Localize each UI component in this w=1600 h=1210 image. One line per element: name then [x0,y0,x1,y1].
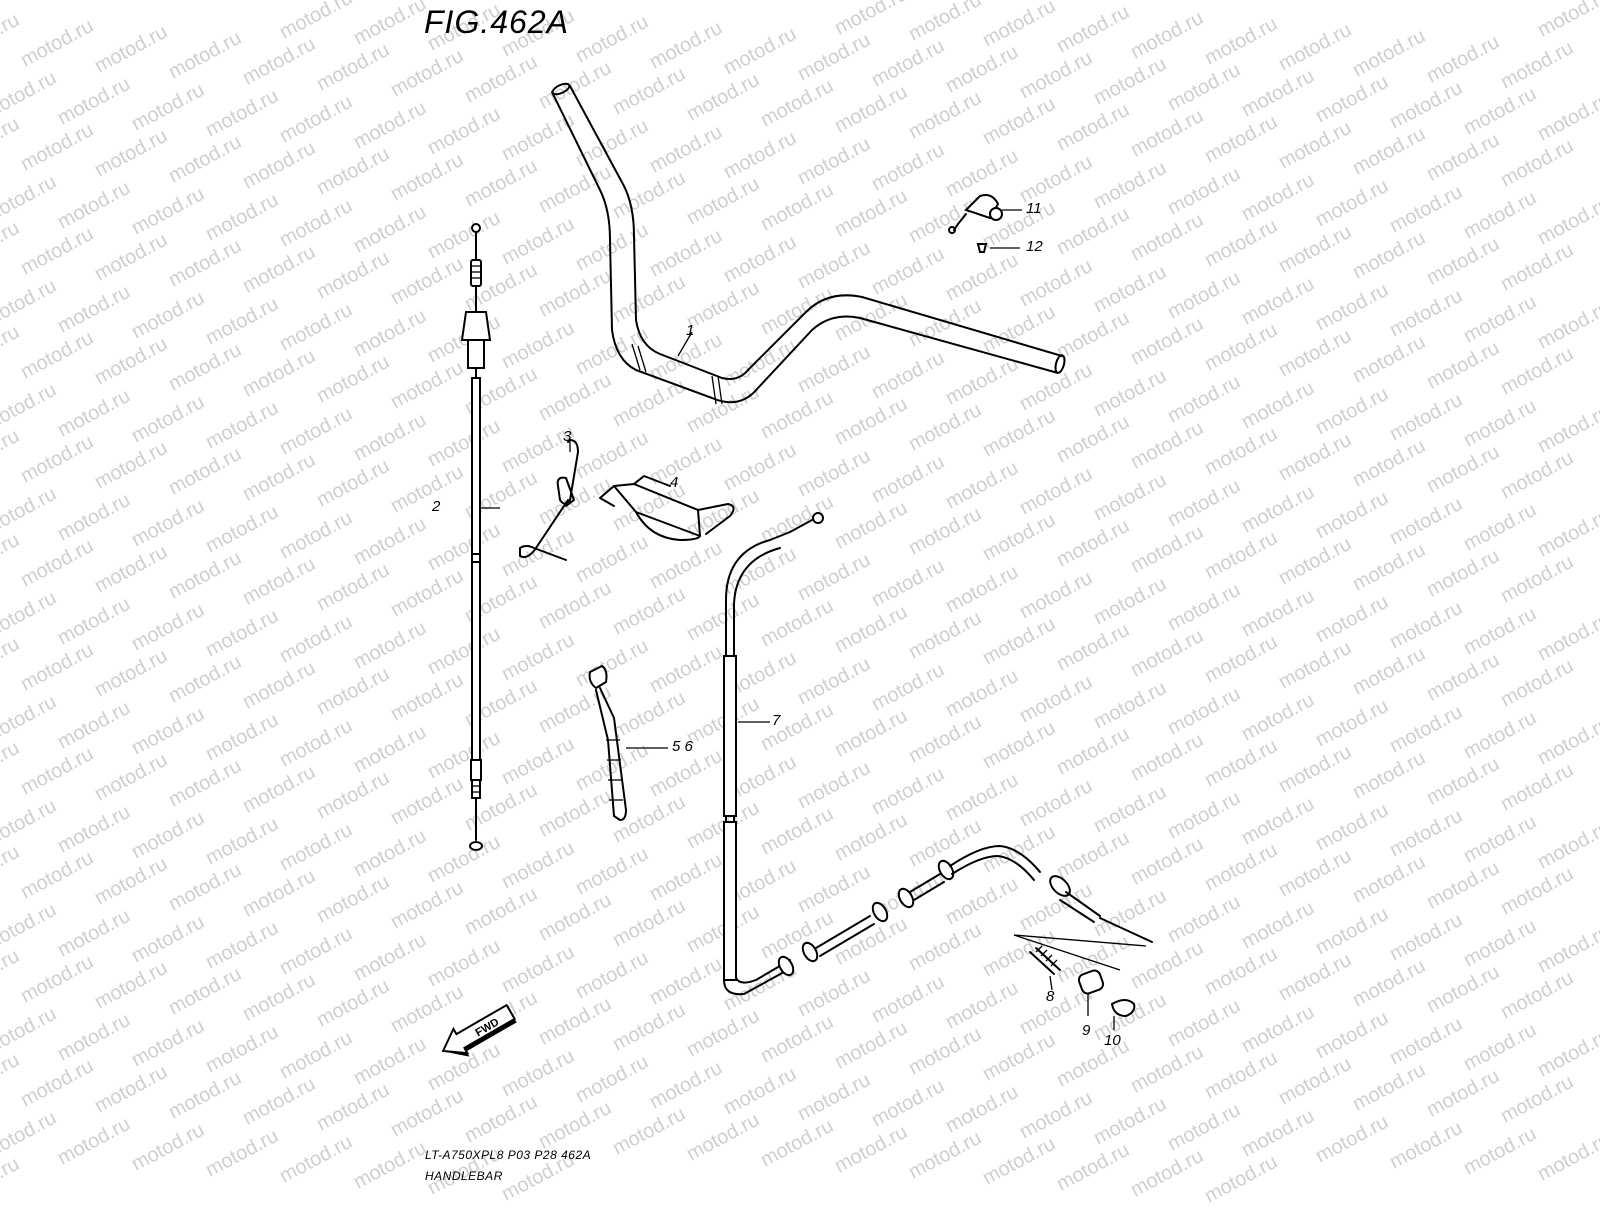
cable-fittings [777,859,955,977]
callout-4: 4 [670,474,679,491]
footer-code: LT-A750XPL8 P03 P28 462A [425,1148,592,1162]
callout-1: 1 [686,322,695,339]
lever-parts-11-12 [948,194,1022,253]
callout-5-6: 5 6 [672,738,693,755]
handlebar-part-1 [551,82,1066,405]
adjuster-parts-8-10 [1013,934,1147,1030]
footer-title: HANDLEBAR [425,1169,503,1183]
callout-8: 8 [1046,988,1055,1005]
cable-tie-parts-5-6 [588,664,668,821]
fwd-arrow: FWD [441,1003,517,1057]
figure-title: FIG.462A [424,4,569,40]
callout-2: 2 [432,498,441,515]
bracket-part-4 [599,475,735,541]
cable-part-2 [460,223,500,851]
callout-9: 9 [1082,1022,1091,1039]
callout-3: 3 [563,428,572,445]
callout-12: 12 [1026,238,1043,255]
callout-7: 7 [772,712,781,729]
callout-10: 10 [1104,1032,1121,1049]
callout-11: 11 [1026,200,1042,217]
spring-clip-part-3 [519,439,579,561]
cable-part-7 [723,512,1153,996]
